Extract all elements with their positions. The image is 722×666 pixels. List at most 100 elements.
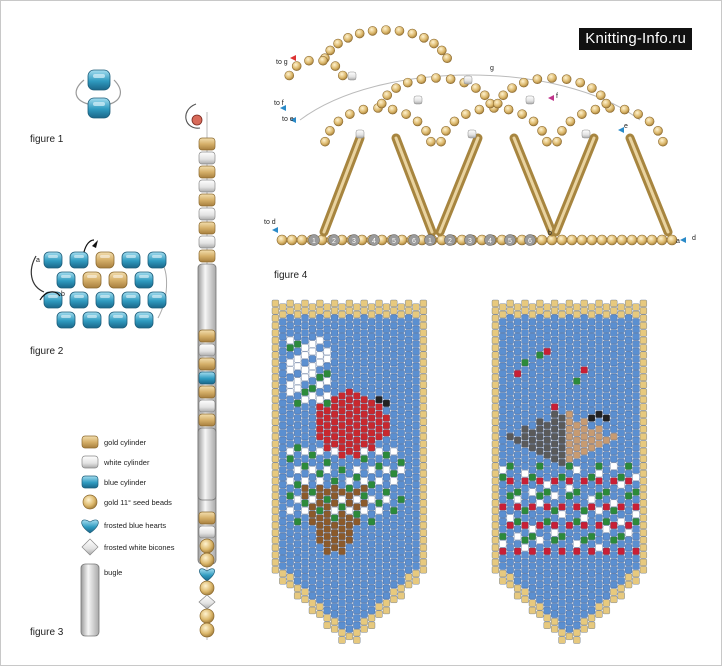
pattern-bead bbox=[271, 507, 279, 515]
pattern-bead bbox=[514, 377, 522, 385]
pattern-bead bbox=[271, 536, 279, 544]
pattern-bead bbox=[308, 355, 316, 363]
pattern-bead bbox=[338, 399, 346, 407]
pattern-bead bbox=[308, 429, 316, 437]
pattern-bead bbox=[551, 603, 559, 611]
pattern-bead bbox=[331, 536, 339, 544]
pattern-bead bbox=[521, 455, 529, 463]
pattern-bead bbox=[573, 333, 581, 341]
pattern-bead bbox=[528, 532, 536, 541]
pattern-bead bbox=[565, 447, 573, 455]
pattern-bead bbox=[491, 544, 499, 552]
pattern-bead bbox=[316, 507, 324, 515]
pattern-bead bbox=[595, 351, 603, 359]
pattern-bead bbox=[536, 344, 544, 352]
pattern-bead bbox=[625, 299, 633, 307]
pattern-bead bbox=[338, 473, 346, 481]
pattern-bead bbox=[279, 555, 287, 563]
pattern-bead bbox=[588, 562, 596, 570]
pattern-bead bbox=[617, 451, 625, 459]
pattern-bead bbox=[610, 366, 618, 374]
pattern-bead bbox=[514, 540, 522, 548]
pattern-bead bbox=[338, 310, 346, 319]
pattern-bead bbox=[639, 410, 647, 418]
pattern-bead bbox=[308, 392, 316, 400]
fig2-label-a: a bbox=[36, 257, 40, 264]
pattern-bead bbox=[595, 410, 603, 418]
pattern-bead bbox=[390, 499, 398, 507]
bead-highlight bbox=[126, 255, 136, 258]
count-label: 1 bbox=[428, 238, 432, 245]
white-cylinder-bead bbox=[198, 207, 216, 221]
pattern-bead bbox=[610, 544, 618, 552]
pattern-bead bbox=[565, 470, 573, 478]
pattern-bead bbox=[286, 388, 294, 396]
pattern-bead bbox=[338, 370, 346, 378]
pattern-bead bbox=[499, 436, 507, 444]
pattern-bead bbox=[368, 303, 376, 311]
pattern-bead bbox=[360, 314, 368, 322]
pattern-bead bbox=[639, 484, 647, 492]
pattern-bead bbox=[528, 384, 536, 393]
pattern-bead bbox=[294, 407, 302, 415]
pattern-bead bbox=[294, 362, 302, 370]
pattern-bead bbox=[521, 425, 529, 433]
pattern-bead bbox=[375, 462, 383, 470]
pattern-bead bbox=[625, 477, 633, 485]
pattern-bead bbox=[528, 355, 536, 363]
pattern-bead bbox=[536, 366, 544, 374]
pattern-bead bbox=[588, 318, 596, 326]
pattern-bead bbox=[308, 377, 316, 385]
pattern-bead bbox=[543, 577, 551, 585]
pattern-bead bbox=[308, 547, 316, 555]
pattern-bead bbox=[353, 407, 361, 415]
pattern-bead bbox=[286, 433, 294, 441]
pattern-bead bbox=[375, 581, 383, 589]
pattern-bead bbox=[632, 540, 640, 548]
pattern-bead bbox=[573, 466, 581, 474]
blue-bead bbox=[147, 291, 167, 309]
pattern-bead bbox=[353, 495, 361, 504]
pattern-bead bbox=[499, 414, 507, 422]
pattern-bead bbox=[573, 458, 581, 467]
pattern-bead bbox=[528, 488, 536, 496]
pattern-bead bbox=[528, 547, 536, 555]
pattern-bead bbox=[331, 299, 339, 307]
gold-seed-bead bbox=[636, 234, 648, 246]
pattern-bead bbox=[271, 455, 279, 463]
gold-seed-bead bbox=[492, 98, 503, 109]
pattern-bead bbox=[412, 525, 420, 533]
arrow-icon bbox=[280, 105, 286, 111]
pattern-bead bbox=[506, 455, 514, 463]
pattern-bead bbox=[551, 514, 559, 522]
pattern-bead bbox=[558, 333, 566, 341]
pattern-bead bbox=[632, 421, 640, 430]
gold-seed-bead bbox=[199, 538, 215, 554]
pattern-bead bbox=[565, 388, 573, 396]
pattern-bead bbox=[323, 555, 331, 563]
pattern-bead bbox=[588, 592, 596, 600]
pattern-bead bbox=[573, 518, 581, 526]
gold-seed-bead bbox=[471, 83, 481, 93]
pattern-bead bbox=[331, 455, 339, 463]
pattern-bead bbox=[580, 499, 588, 507]
pattern-bead bbox=[353, 606, 361, 615]
bead-highlight bbox=[139, 315, 149, 318]
pattern-bead bbox=[543, 362, 551, 370]
pattern-bead bbox=[580, 373, 588, 381]
white-cylinder-bead bbox=[198, 343, 216, 357]
pattern-bead bbox=[286, 484, 294, 492]
gold-seed-bead bbox=[542, 136, 552, 147]
pattern-bead bbox=[565, 507, 573, 515]
pattern-bead bbox=[412, 562, 420, 570]
pattern-bead bbox=[602, 347, 610, 356]
pattern-bead bbox=[286, 329, 294, 337]
gold-cylinder-bead bbox=[198, 511, 216, 525]
pattern-bead bbox=[528, 518, 536, 526]
pattern-bead bbox=[323, 325, 331, 333]
pattern-bead bbox=[610, 425, 618, 433]
pattern-bead bbox=[397, 547, 405, 555]
pattern-bead bbox=[294, 569, 302, 578]
pattern-bead bbox=[551, 618, 559, 626]
pattern-bead bbox=[491, 551, 499, 559]
